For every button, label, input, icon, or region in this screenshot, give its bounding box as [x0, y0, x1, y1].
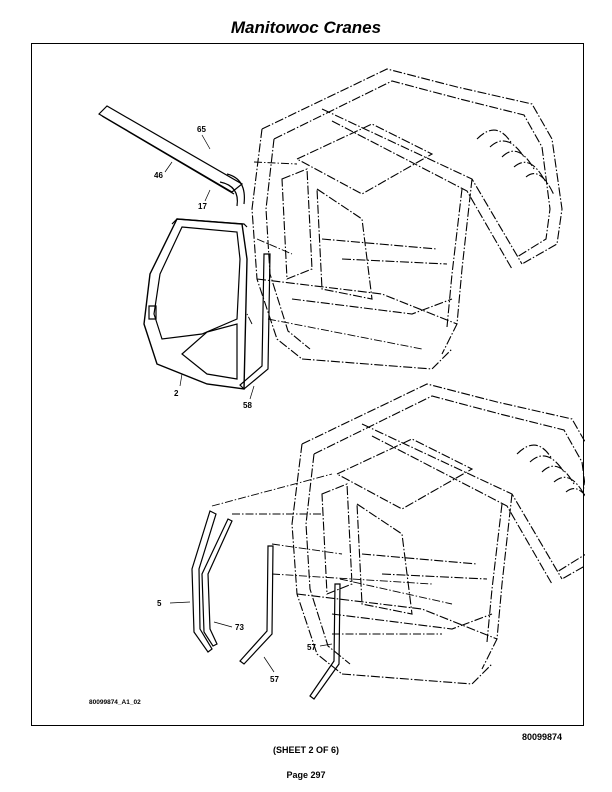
callout-73: 73	[235, 623, 244, 632]
drawing-number: 80099874	[521, 732, 562, 742]
page-header-title: Manitowoc Cranes	[230, 18, 382, 37]
callout-65: 65	[197, 125, 206, 134]
callout-57-right: 57	[307, 643, 316, 652]
upper-parts	[98, 105, 423, 390]
page-number: Page 297	[286, 770, 326, 780]
callout-57-middle: 57	[270, 675, 279, 684]
callout-5: 5	[157, 599, 162, 608]
lower-parts	[191, 473, 453, 700]
callout-leaders	[164, 134, 333, 673]
figure-id-label: 80099874_A1_02	[89, 699, 141, 706]
exploded-parts-diagram: 65 46 17 2 58 5 73 57 57 80099874_A1_02	[89, 68, 585, 706]
diagram-frame: 65 46 17 2 58 5 73 57 57 80099874_A1_02	[31, 43, 585, 726]
sheet-label: (SHEET 2 OF 6)	[272, 745, 339, 755]
callout-2: 2	[174, 389, 179, 398]
callout-17: 17	[198, 202, 207, 211]
callout-46: 46	[154, 171, 163, 180]
callout-58: 58	[243, 401, 252, 410]
